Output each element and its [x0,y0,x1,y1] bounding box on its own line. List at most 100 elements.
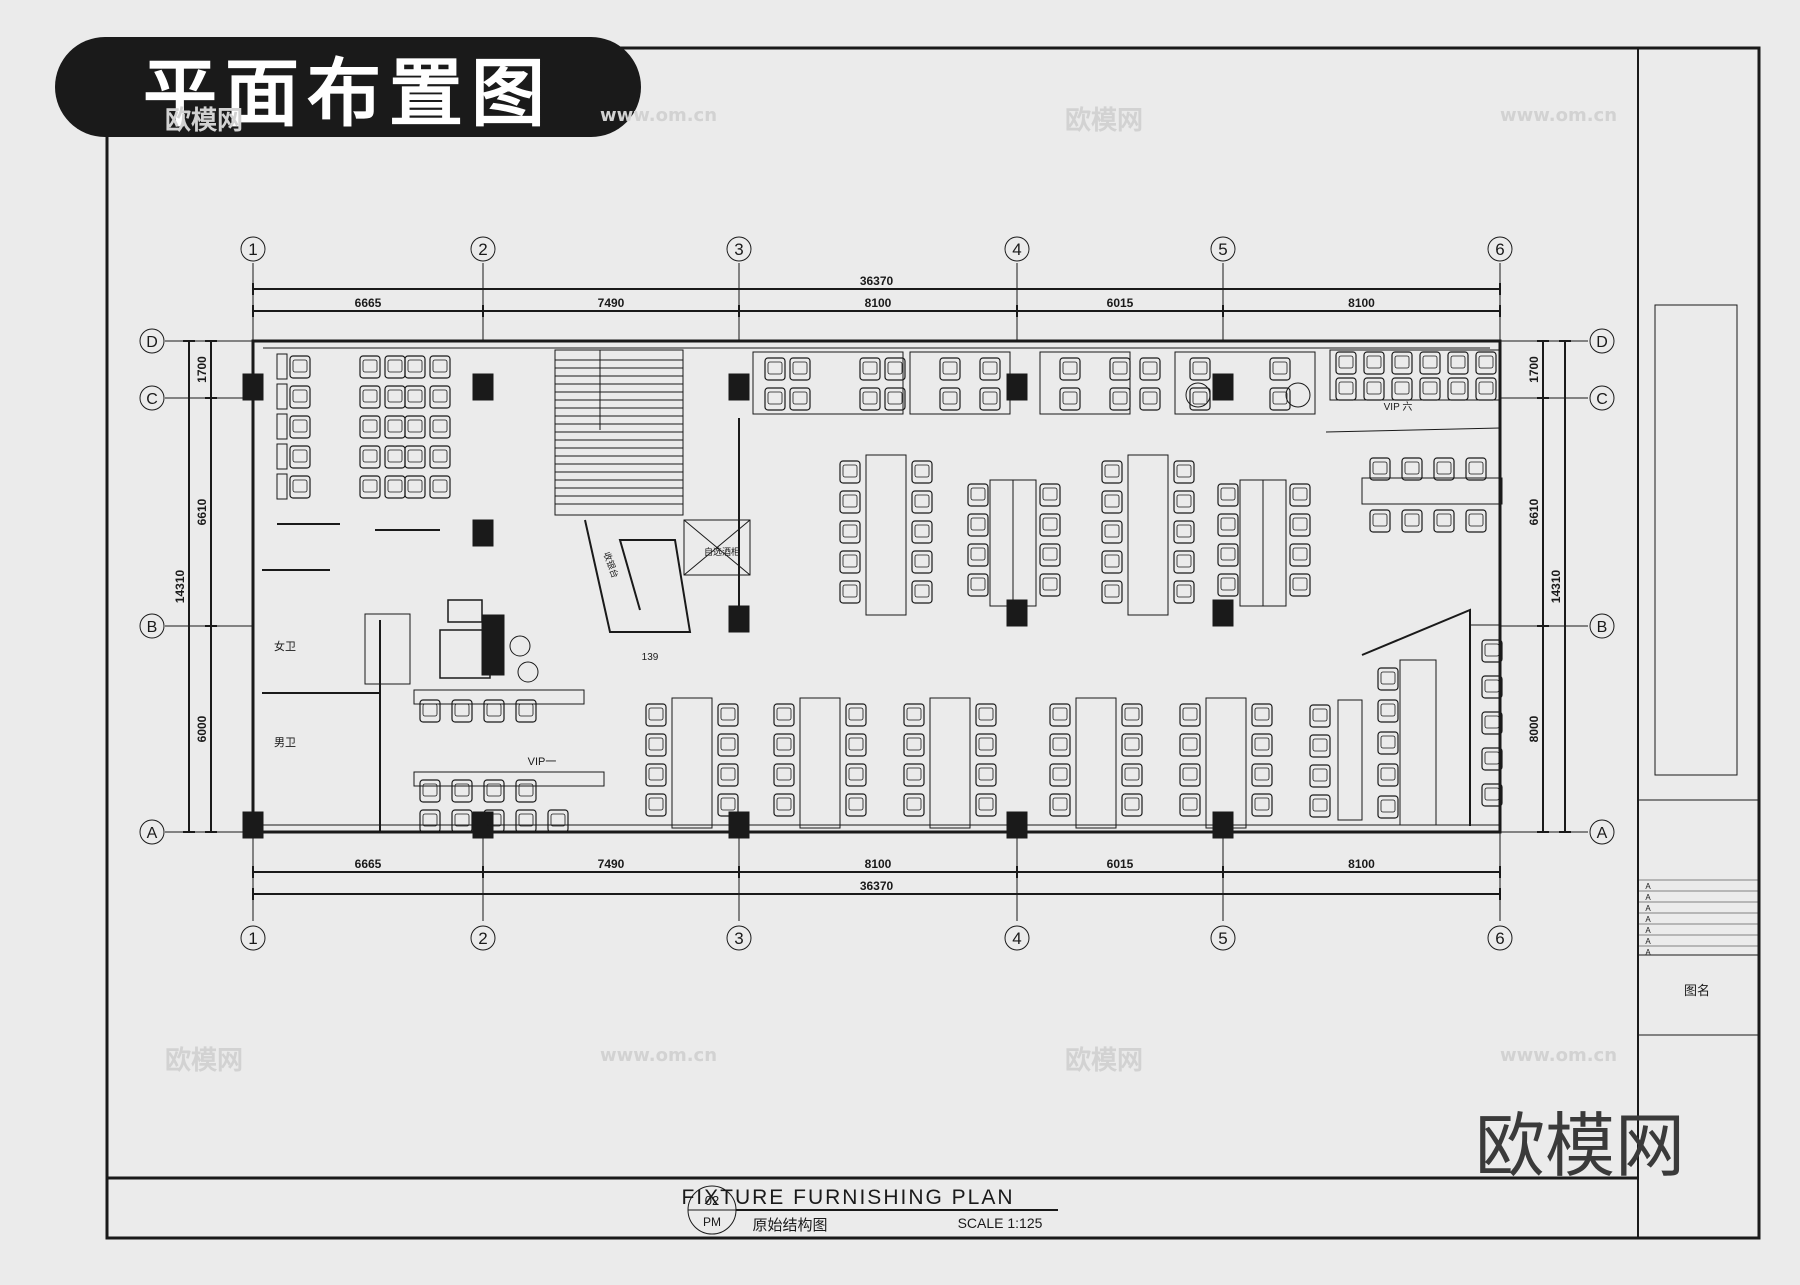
watermark-site: www.om.cn [600,105,718,126]
chair-seat [387,389,403,403]
chair-seat [1372,513,1388,527]
chair [1481,711,1503,735]
chair-seat [1394,355,1410,369]
chair [1475,351,1497,375]
chair [1179,703,1201,727]
chair-seat [1176,524,1192,538]
chair-seat [648,797,664,811]
room-label-vip-1: VIP一 [528,756,557,768]
chair [1401,509,1423,533]
chair-seat [454,813,470,827]
chair [1179,763,1201,787]
chair-seat [486,703,502,717]
stair-cross [683,519,751,576]
revision-marker: A [1645,948,1651,957]
revision-marker: A [1645,893,1651,902]
chair-seat [842,554,858,568]
round-stool [509,635,531,657]
chair-seat [942,361,958,375]
chair [1121,733,1143,757]
chair [1401,457,1423,481]
chair-seat [776,737,792,751]
structural-column [728,373,750,401]
chair [1173,490,1195,514]
grid-bubble [1004,236,1030,262]
chair [903,703,925,727]
dim-bays-bottom-label: 6665 [355,857,382,871]
dim-bays-top-label: 6015 [1107,296,1134,310]
chair-seat [1042,487,1058,501]
chair-seat [648,767,664,781]
grid-bubble [139,385,165,411]
chair [1101,460,1123,484]
chair [975,763,997,787]
chair-seat [1176,464,1192,478]
chair-seat [518,703,534,717]
chair-seat [1450,355,1466,369]
desk [671,697,713,829]
chair-seat [1182,737,1198,751]
chair-seat [1052,737,1068,751]
chair-seat [362,419,378,433]
desk [413,771,605,787]
chair-seat [1254,767,1270,781]
grid-bubble [1487,925,1513,951]
chair [1139,387,1161,411]
chair [1289,543,1311,567]
grid-bubble-label: C [146,391,158,408]
chair-seat [1124,707,1140,721]
chair [451,699,473,723]
room-label-reception: 收银台 [602,550,622,579]
chair-seat [1104,554,1120,568]
chair-seat [1312,768,1328,782]
chair [1289,573,1311,597]
chair-seat [970,547,986,561]
grid-bubble-label: A [147,825,158,842]
chair-seat [1182,707,1198,721]
chair-seat [1372,461,1388,475]
chair [979,357,1001,381]
chair-seat [1312,708,1328,722]
desk [276,413,288,440]
chair [789,357,811,381]
chair [911,580,933,604]
chair-seat [362,449,378,463]
structural-column [242,811,264,839]
chair [1309,794,1331,818]
chair [1179,793,1201,817]
dim-height-left-label: 6610 [195,498,209,525]
chair [1289,483,1311,507]
chair-seat [1042,517,1058,531]
dim-bays-bottom-label: 6015 [1107,857,1134,871]
dim-height-right-label: 1700 [1527,356,1541,383]
chair [483,699,505,723]
chair [429,415,451,439]
desk [1127,454,1169,616]
chair-seat [292,449,308,463]
chair-seat [842,464,858,478]
chair-seat [792,391,808,405]
title-banner: 平面布置图 [55,37,641,137]
dim-height-left-total-label: 14310 [173,569,187,603]
chair [979,387,1001,411]
dim-height-right-label: 6610 [1527,498,1541,525]
revision-marker: A [1645,915,1651,924]
chair [1419,351,1441,375]
chair-seat [1220,517,1236,531]
chair-seat [1176,494,1192,508]
watermark-brand: 欧模网 [1065,106,1144,136]
chair [1269,387,1291,411]
chair-seat [407,479,423,493]
chair-seat [982,361,998,375]
round-stool [517,661,539,683]
chair-seat [1422,381,1438,395]
chair-seat [292,419,308,433]
chair [1101,580,1123,604]
chair [1369,457,1391,481]
drawing-code: PM [703,1215,721,1229]
chair-seat [1272,391,1288,405]
grid-bubble-label: 2 [478,929,487,948]
chair-seat [648,737,664,751]
